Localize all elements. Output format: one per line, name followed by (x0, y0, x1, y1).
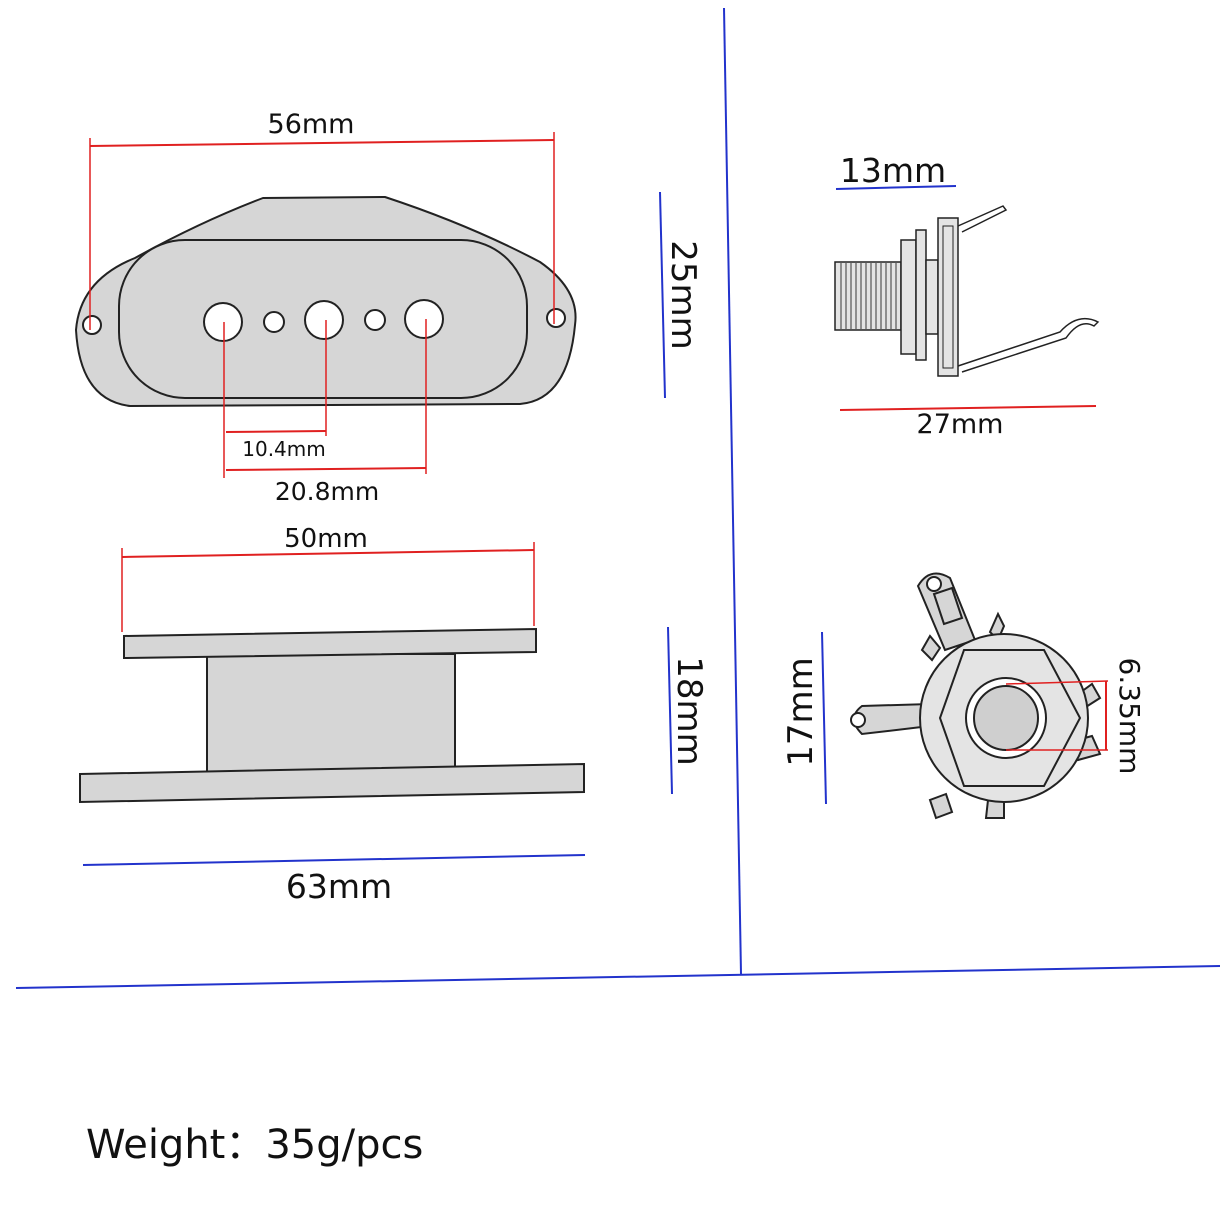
jack-front-view: 6.35mm 17mm (781, 572, 1146, 820)
side-base-plate (79, 762, 585, 804)
dim-line-13 (835, 185, 957, 190)
dim-line-17 (821, 631, 827, 805)
pole-piece-small-1 (263, 311, 285, 333)
weight-label: Weight：35g/pcs (86, 1122, 424, 1168)
dim-line-56 (89, 139, 555, 147)
mounting-hole-right (546, 308, 566, 328)
dim-line-10-4 (225, 430, 327, 433)
dim-line-6-35-top (1005, 680, 1109, 685)
jack-side-view: 13mm 27mm (834, 151, 1100, 440)
jack-frame (937, 217, 959, 377)
pole-piece-3 (404, 299, 444, 339)
label-17mm: 17mm (781, 657, 821, 767)
jack-ground-spring (957, 317, 1100, 373)
solder-lug-top-hole (926, 576, 942, 592)
solder-lug-left-hole (850, 712, 866, 728)
dim-line-25 (659, 191, 666, 399)
pickup-side-view: 50mm 18mm 63mm (79, 524, 709, 906)
mounting-hole-left (82, 315, 102, 335)
side-top-plate (123, 627, 537, 660)
jack-tip-spring (957, 205, 1008, 233)
label-6-35mm: 6.35mm (1113, 658, 1146, 775)
jack-washer (915, 229, 927, 361)
dim-line-63 (82, 854, 586, 866)
jack-frame-inner (942, 225, 954, 369)
label-56mm: 56mm (268, 109, 355, 140)
label-13mm: 13mm (840, 151, 946, 190)
label-10-4mm: 10.4mm (242, 437, 326, 461)
label-20-8mm: 20.8mm (275, 477, 379, 506)
label-50mm: 50mm (284, 524, 368, 554)
dim-line-18 (667, 626, 673, 795)
label-25mm: 25mm (663, 240, 703, 350)
dim-line-27 (839, 405, 1097, 411)
jack-bore-inner (973, 685, 1039, 751)
jack-nut (900, 239, 917, 355)
thread-grooves (840, 262, 897, 330)
pole-piece-small-2 (364, 309, 386, 331)
divider-horizontal (15, 965, 1221, 989)
side-core (206, 653, 456, 773)
dim-line-50 (121, 549, 535, 558)
dim-line-20-8 (225, 467, 427, 471)
pole-piece-2 (304, 300, 344, 340)
pole-piece-1 (203, 302, 243, 342)
pickup-top-view: 56mm 25mm 10.4mm 20.8mm (74, 109, 703, 506)
label-63mm: 63mm (286, 867, 392, 906)
label-27mm: 27mm (917, 409, 1004, 440)
divider-vertical (723, 7, 742, 975)
jack-collar (925, 259, 939, 335)
label-18mm: 18mm (669, 656, 709, 766)
